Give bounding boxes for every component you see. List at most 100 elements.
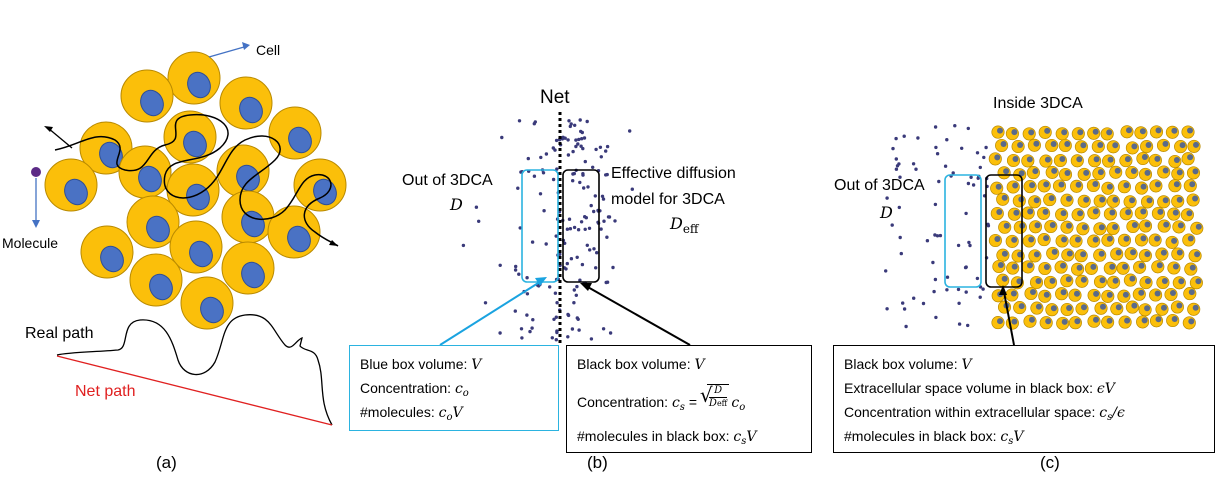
molecule-dot-b [592,209,596,214]
small-cell-nucleus [1074,290,1080,297]
small-cell [1092,167,1106,181]
molecule-dot-c [894,157,898,161]
small-cell-nucleus [1195,278,1202,285]
molecule-dot-b [498,331,502,335]
black-box-info-panel-b: Black box volume: V Concentration: cs = … [566,345,812,453]
small-cell [1037,179,1051,193]
molecule-dot-b [574,138,578,142]
small-cell-nucleus [1028,236,1035,243]
small-cell-nucleus [1048,195,1055,202]
molecule-dot-b [554,315,558,319]
small-cell [1060,220,1074,234]
small-cell [1074,140,1088,154]
molecule-dot-c [898,175,902,179]
molecule-dot-b [574,293,578,297]
molecule-dot-c [963,265,968,270]
small-cell [1180,208,1194,222]
molecule-dot-c [964,290,968,294]
cell-18 [221,241,275,295]
small-cell-nucleus [1100,303,1106,310]
molecule-dot-c [937,179,941,184]
molecule-dot-b [567,217,572,221]
cell-nucleus [239,96,263,124]
small-cell [1039,316,1053,330]
small-cell-nucleus [1092,181,1099,187]
small-cell [1126,219,1140,234]
molecule-dot-b [567,119,571,123]
molecule-dot-b [554,138,559,143]
small-cell [1106,140,1120,154]
small-cell-nucleus [1129,197,1136,204]
small-cell [1086,178,1100,193]
small-cell-nucleus [1189,264,1196,271]
small-cell [1060,302,1074,317]
small-cell [1005,288,1019,302]
molecule-dot-b [518,226,522,230]
molecule-dot-b [588,248,592,252]
small-cell [1134,233,1149,247]
molecule-dot-c [914,167,918,171]
molecule-dot-c [945,288,949,292]
caption-c: (c) [1040,453,1060,472]
small-cell-nucleus [1122,263,1129,270]
small-cell [1136,315,1150,329]
small-cell [1070,154,1084,168]
molecule-dot-c [902,307,907,311]
small-cell [1119,207,1133,221]
small-cell-nucleus [1001,275,1008,282]
small-cell [1125,141,1139,155]
small-cell-nucleus [1011,263,1018,270]
small-cell [1077,167,1091,181]
small-cell [1006,153,1021,168]
small-cell-nucleus [1066,305,1073,311]
small-cell [1138,219,1153,233]
small-cell [1013,301,1027,315]
small-cell-nucleus [1173,157,1180,163]
effective-model-label-line2: model for 3DCA [611,191,725,208]
small-cell-nucleus [1154,235,1161,242]
small-cell-nucleus [1074,318,1081,325]
molecule-dot-b [578,118,582,122]
molecule-pointer-arrowhead [32,220,40,228]
small-cell [1027,138,1041,152]
molecule-dot-b [600,194,605,198]
cell-15 [169,220,223,274]
small-cell-nucleus [1017,142,1024,148]
small-cell-nucleus [1112,196,1119,203]
small-cell-nucleus [1049,222,1056,228]
small-cell-nucleus [1097,169,1104,176]
molecule-dot-b [565,261,569,266]
net-path-line [56,355,333,426]
cell-11 [80,225,134,279]
small-cell-nucleus [994,236,1001,242]
small-cell-nucleus [1162,140,1169,147]
small-cell [1182,316,1196,330]
small-cell-nucleus [1066,195,1072,202]
small-cell [1045,165,1059,179]
small-cell-nucleus [1027,208,1034,215]
molecule-dot-b [604,280,608,285]
small-cell-nucleus [1090,263,1097,270]
small-cell [1070,179,1084,193]
small-cell-nucleus [1195,223,1202,230]
molecule-dot-c [931,260,935,265]
cell-nucleus [187,71,211,99]
molecule-dot-b [566,153,571,157]
molecule-dot-c [884,269,888,273]
small-cell [1170,300,1184,314]
small-cell [1054,260,1068,274]
small-cell [1171,167,1185,181]
molecule-dot-b [554,338,558,342]
small-cell-nucleus [996,209,1003,215]
small-cell [1043,275,1058,289]
molecule-dot-c [932,289,936,294]
molecule-dot-b [578,278,582,282]
small-cell [1028,220,1043,234]
molecule-dot-b [531,318,535,322]
small-cell [1024,286,1038,301]
molecule-dot-b [613,219,617,223]
small-cell-nucleus [1144,251,1151,258]
small-cell [1103,261,1117,275]
small-cell-nucleus [1093,316,1099,323]
small-cell-nucleus [1194,251,1201,258]
